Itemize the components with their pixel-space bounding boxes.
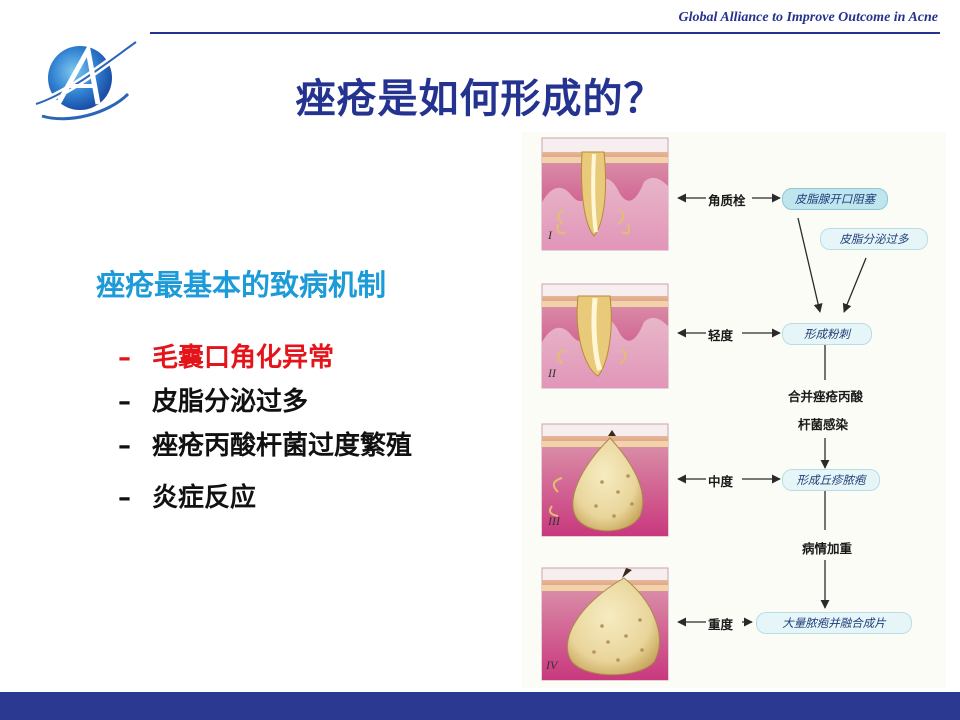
stage-4-label: 重度 (708, 617, 734, 632)
footer-bar (0, 692, 960, 720)
stage-2-result: 形成粉刺 (782, 323, 872, 345)
stage-2-panel (541, 283, 669, 389)
list-item: –痤疮丙酸杆菌过度繁殖 (118, 424, 412, 468)
stage-1-label: 角质栓 (708, 193, 746, 208)
between-note-line-1: 合并痤疮丙酸 (788, 389, 864, 404)
between-note-2: 病情加重 (802, 541, 853, 556)
side-note: 皮脂分泌过多 (820, 228, 928, 250)
list-item: –毛囊口角化异常 (118, 336, 412, 380)
stage-2-numeral: II (548, 366, 556, 380)
stage-1-panel (541, 137, 669, 251)
stage-3-panel (541, 423, 669, 537)
stage-3-result: 形成丘疹脓疱 (782, 469, 880, 491)
list-item: –皮脂分泌过多 (118, 380, 412, 424)
acne-stages-illustration (541, 137, 867, 681)
page-title: 痤疮是如何形成的？ (295, 76, 665, 122)
bullet-text: 皮脂分泌过多 (152, 387, 309, 417)
gaia-logo-icon (34, 39, 139, 121)
stage-1-result: 皮脂腺开口阻塞 (782, 188, 888, 210)
bullet-text: 毛囊口角化异常 (152, 343, 335, 373)
stage-4-panel (541, 567, 669, 681)
bullet-dash: – (118, 387, 131, 417)
acne-stages-figure: I II III IV 角质栓 轻度 中度 重度 皮脂腺开口阻塞 皮脂分泌过多 … (522, 132, 946, 688)
stage-4-numeral: IV (546, 658, 558, 672)
stage-3-numeral: III (548, 514, 560, 528)
bullet-dash: – (118, 431, 131, 461)
subheading: 痤疮最基本的致病机制 (96, 268, 387, 302)
stage-1-numeral: I (548, 228, 552, 242)
list-item: –炎症反应 (118, 476, 412, 520)
between-note-line-2: 杆菌感染 (798, 417, 849, 432)
stage-2-label: 轻度 (708, 328, 734, 343)
stage-4-result: 大量脓疱并融合成片 (756, 612, 912, 634)
bullet-dash: – (118, 483, 131, 513)
bullet-text: 炎症反应 (152, 483, 257, 513)
stage-3-label: 中度 (708, 474, 734, 489)
bullet-dash: – (118, 343, 131, 373)
mechanism-list: –毛囊口角化异常 –皮脂分泌过多 –痤疮丙酸杆菌过度繁殖 –炎症反应 (118, 336, 412, 520)
org-name: Global Alliance to Improve Outcome in Ac… (678, 10, 938, 25)
bullet-text: 痤疮丙酸杆菌过度繁殖 (152, 431, 413, 461)
header-divider (150, 32, 940, 34)
